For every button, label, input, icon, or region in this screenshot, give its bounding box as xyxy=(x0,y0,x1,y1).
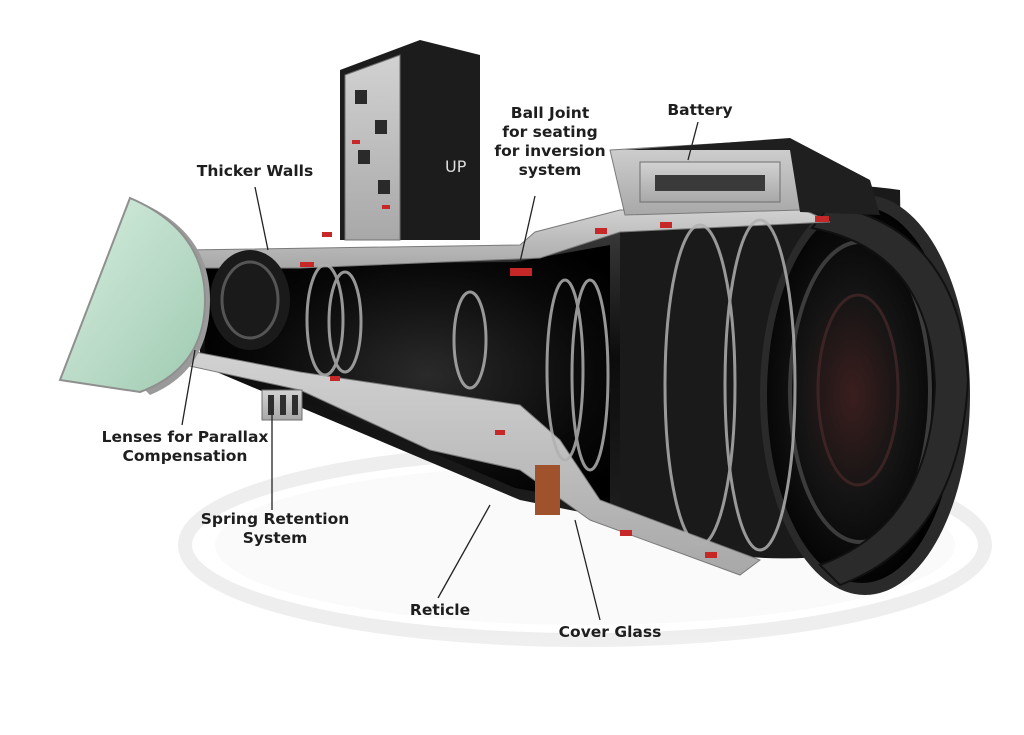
leader-battery xyxy=(687,121,699,161)
leader-thicker-walls xyxy=(254,186,269,251)
label-reticle: Reticle xyxy=(409,601,471,619)
battery-housing xyxy=(625,138,880,215)
leader-reticle xyxy=(437,504,491,599)
elevation-turret: UP xyxy=(322,40,480,241)
leader-cover-glass xyxy=(574,519,601,621)
leader-lines xyxy=(181,121,699,621)
rubber-ring xyxy=(810,203,970,587)
label-ball-joint: Ball Joint for seating for inversion sys… xyxy=(494,104,606,179)
leader-ball-joint xyxy=(519,195,536,263)
label-parallax: Lenses for Parallax Compensation xyxy=(101,428,269,465)
label-thicker-walls: Thicker Walls xyxy=(196,162,314,180)
red-seals xyxy=(300,165,829,558)
spring-retention xyxy=(261,389,303,421)
turret-up-text: UP xyxy=(445,157,467,176)
label-spring-retention: Spring Retention System xyxy=(200,510,350,547)
leader-parallax xyxy=(181,349,196,426)
label-cover-glass: Cover Glass xyxy=(558,623,662,641)
reticle-copper xyxy=(535,465,560,515)
ocular-glass xyxy=(58,196,290,395)
label-battery: Battery xyxy=(667,101,733,119)
internal-lenses xyxy=(305,218,797,552)
